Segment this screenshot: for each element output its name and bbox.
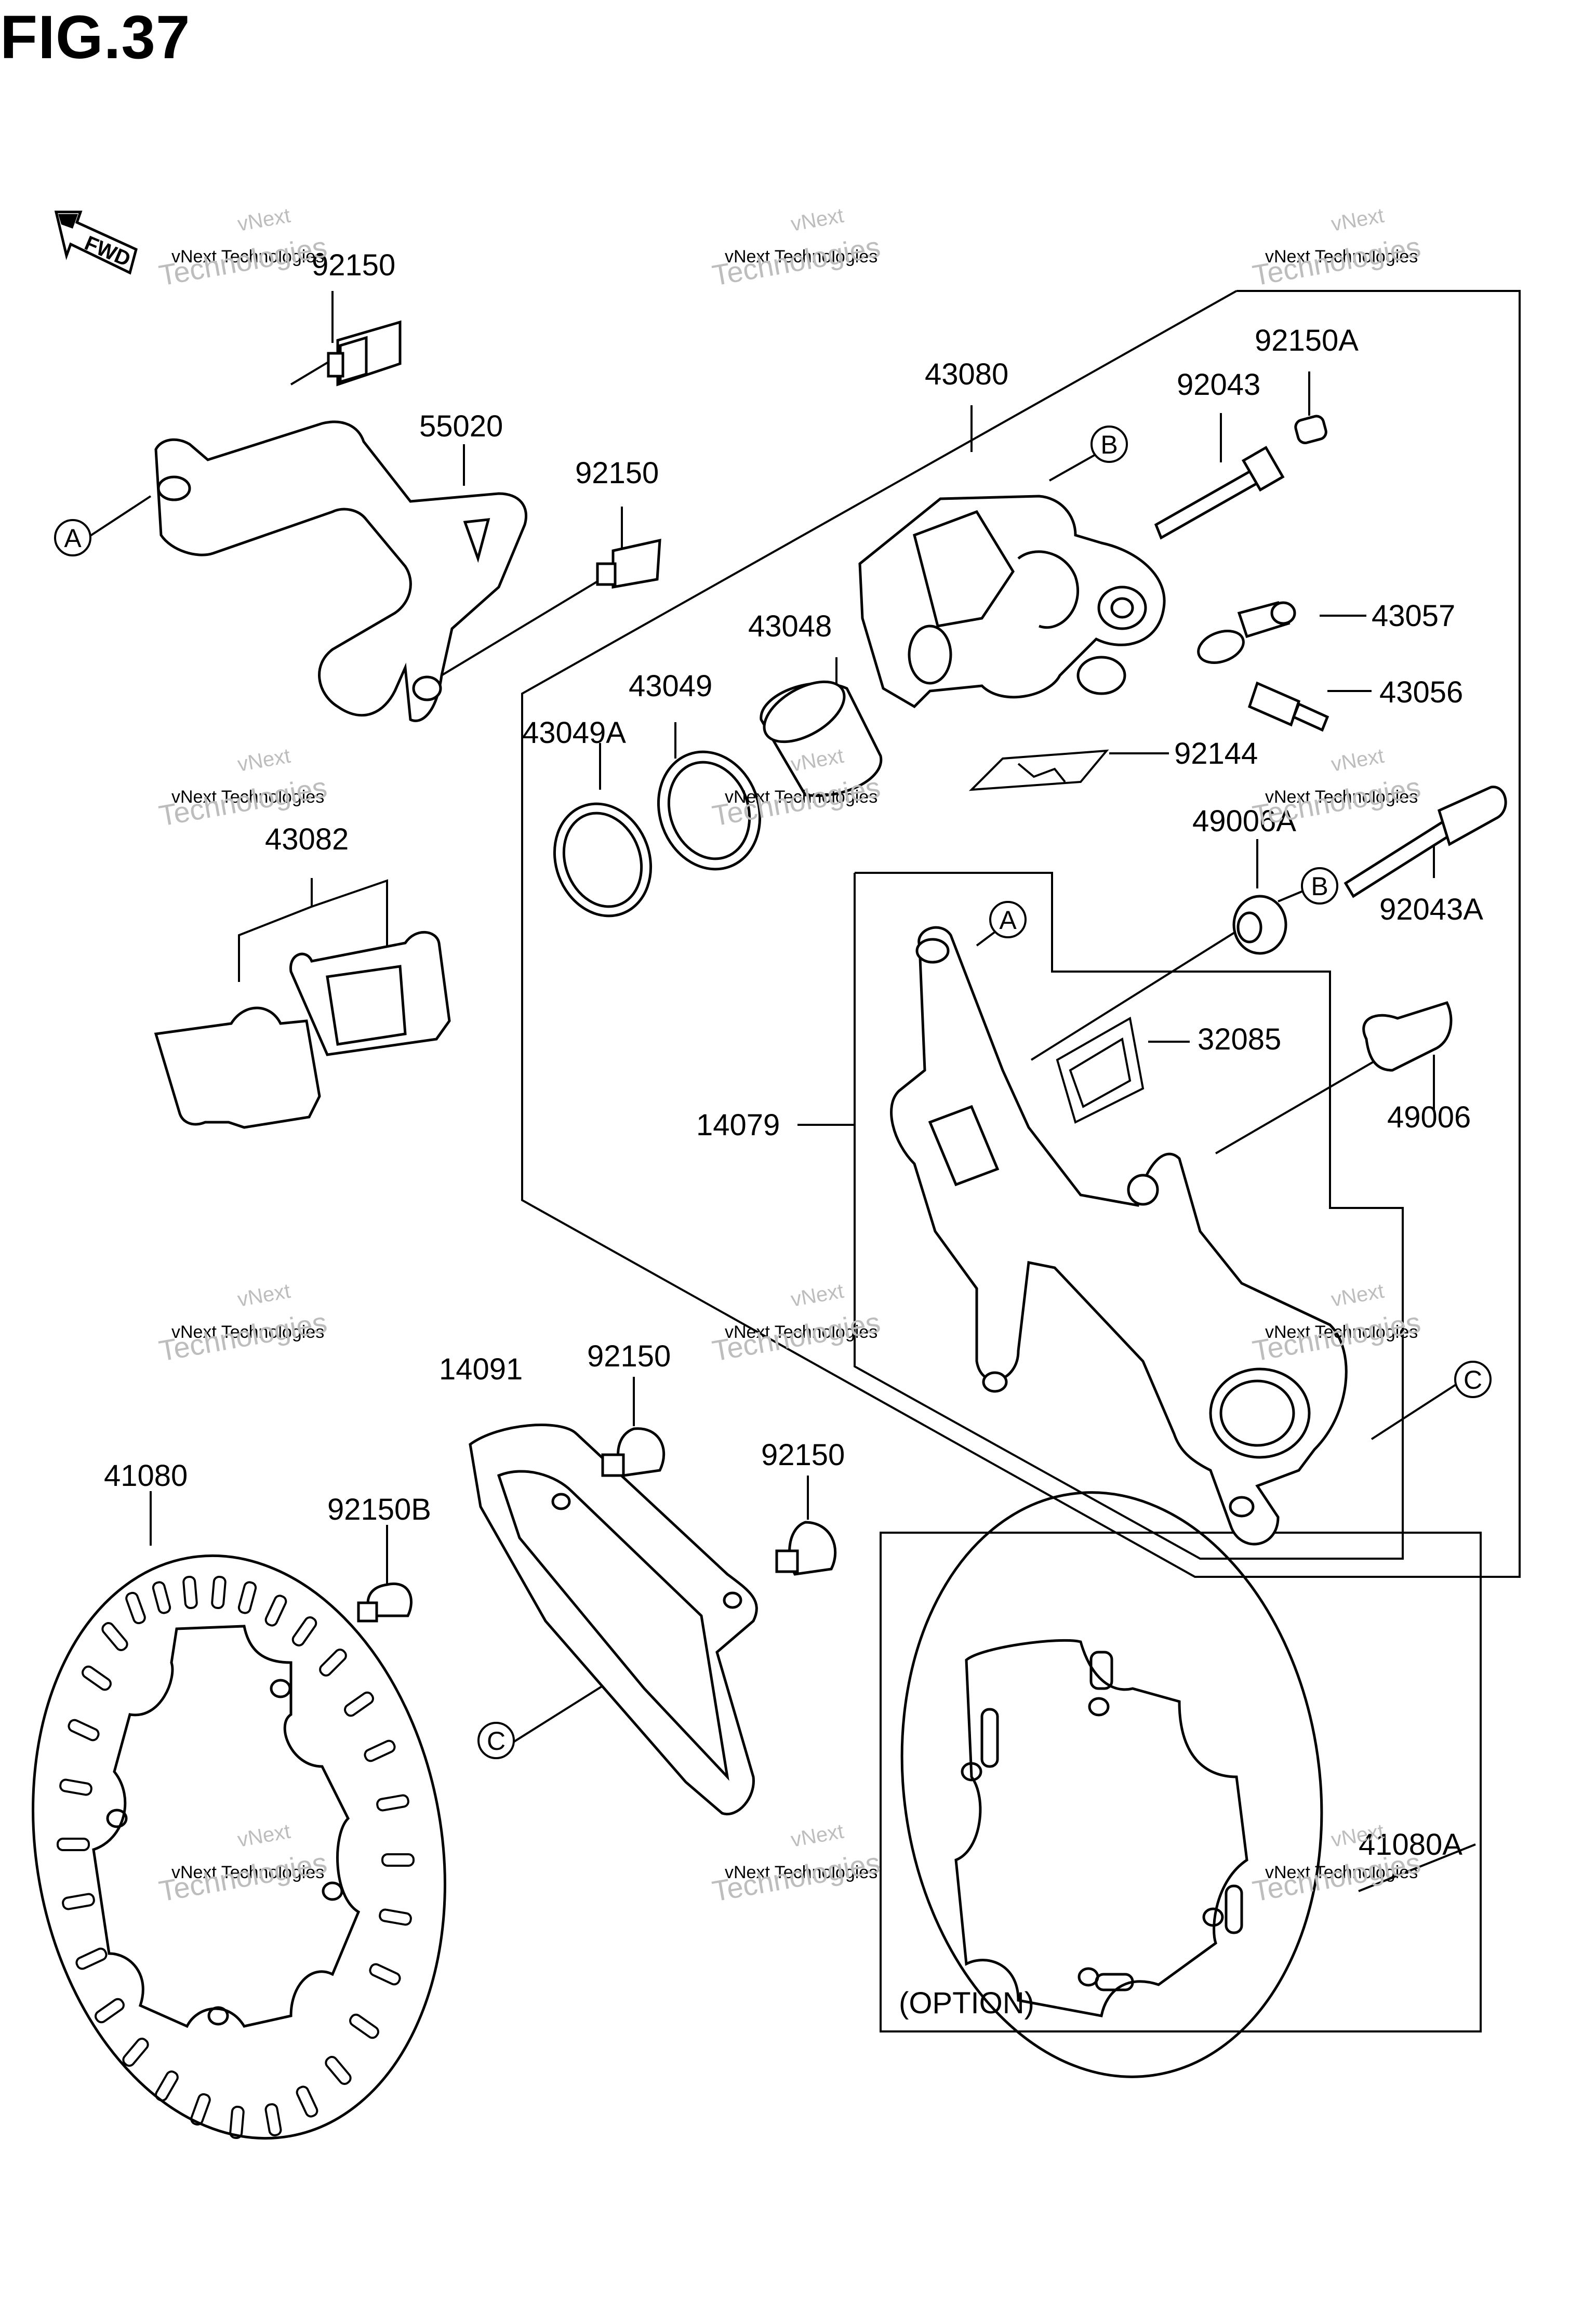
- watermark-vnext: vNext: [1329, 745, 1386, 776]
- callout-c-right: [1454, 1361, 1492, 1398]
- watermark-small: vNext Technologies: [725, 247, 877, 267]
- watermark-tech: Technologies: [1250, 1846, 1423, 1908]
- part-label-92043a: 92043A: [1379, 893, 1483, 926]
- part-label-92150b: 92150B: [327, 1493, 431, 1526]
- watermark-small: vNext Technologies: [171, 787, 324, 807]
- pad-spring-32085: [1056, 1016, 1145, 1124]
- spring-92144: [968, 749, 1109, 791]
- watermark-small: vNext Technologies: [1265, 1322, 1418, 1342]
- watermark-small: vNext Technologies: [1265, 1863, 1418, 1882]
- callout-b-right: [1301, 867, 1338, 905]
- part-label-92150-guard-2: 92150: [761, 1438, 845, 1472]
- watermark-small: vNext Technologies: [1265, 787, 1418, 807]
- watermark-tech: Technologies: [156, 230, 329, 292]
- watermark-small: vNext Technologies: [171, 1322, 324, 1342]
- pin-92043: [1154, 446, 1285, 540]
- part-label-43080: 43080: [925, 357, 1008, 391]
- callout-a-left: [54, 519, 91, 556]
- caliper-bracket-14079: [890, 926, 1348, 1546]
- part-label-43049: 43049: [629, 669, 712, 703]
- piston-43048: [760, 680, 883, 797]
- watermark-vnext: vNext: [1329, 204, 1386, 236]
- part-label-41080a: 41080A: [1359, 1828, 1462, 1862]
- disc-41080-slots: [57, 1575, 415, 2140]
- watermark-vnext: vNext: [236, 745, 292, 776]
- watermark-tech: Technologies: [156, 1306, 329, 1367]
- watermark-tech: Technologies: [710, 1846, 883, 1908]
- part-label-49006: 49006: [1387, 1100, 1471, 1134]
- part-label-92150-top: 92150: [312, 248, 395, 282]
- callout-b-top: [1090, 426, 1128, 463]
- part-label-32085: 32085: [1198, 1022, 1281, 1056]
- part-label-14079: 14079: [696, 1108, 780, 1142]
- watermark-small: vNext Technologies: [171, 247, 324, 267]
- watermark-vnext: vNext: [236, 204, 292, 236]
- seal-43049: [657, 750, 762, 871]
- fwd-arrow-icon: FWD: [54, 210, 138, 275]
- bolt-92150b: [357, 1582, 413, 1623]
- watermark-vnext: vNext: [789, 1820, 845, 1852]
- disc-guard-14091: [469, 1424, 758, 1815]
- watermark-tech: Technologies: [710, 230, 883, 292]
- seal-43049a: [553, 802, 653, 918]
- bleeder-43056: [1247, 681, 1329, 732]
- watermark-vnext: vNext: [1329, 1280, 1386, 1311]
- callout-a-bracket: [989, 901, 1027, 938]
- callout-c-guard: [477, 1722, 515, 1759]
- watermark-vnext: vNext: [236, 1280, 292, 1311]
- callout-a-bracket-label: A: [999, 906, 1017, 935]
- watermark-tech: Technologies: [710, 1306, 883, 1367]
- boot-49006a: [1232, 895, 1287, 955]
- part-label-92144: 92144: [1174, 737, 1258, 770]
- brake-pads-43082: [154, 931, 451, 1129]
- watermark-vnext: vNext: [789, 204, 845, 236]
- bracket-55020: [154, 420, 528, 722]
- watermark-tech: Technologies: [156, 1846, 329, 1908]
- part-label-55020: 55020: [419, 409, 503, 443]
- part-label-41080: 41080: [104, 1459, 188, 1493]
- brake-disc-41080: [32, 1554, 446, 2140]
- part-label-43082: 43082: [265, 822, 349, 856]
- watermark-small: vNext Technologies: [1265, 247, 1418, 267]
- watermark-small: vNext Technologies: [725, 1863, 877, 1882]
- watermark-small: vNext Technologies: [725, 1322, 877, 1342]
- part-label-43057: 43057: [1372, 599, 1455, 633]
- part-label-43049a: 43049A: [522, 716, 626, 750]
- bolt-92150-mid: [596, 538, 661, 589]
- bolt-92150-guard-2: [775, 1521, 837, 1576]
- part-label-92150-mid: 92150: [575, 456, 659, 490]
- leader-lines: [86, 290, 1521, 2032]
- plug-92150a: [1294, 415, 1327, 444]
- part-label-92150a: 92150A: [1255, 324, 1359, 357]
- part-label-43048: 43048: [748, 609, 832, 643]
- cap-43057: [1197, 601, 1296, 664]
- watermark-tech: Technologies: [1250, 230, 1423, 292]
- bolt-92150-top: [327, 320, 402, 387]
- watermark-vnext: vNext: [789, 1280, 845, 1311]
- watermark-vnext: vNext: [236, 1820, 292, 1852]
- callout-c-right-label: C: [1464, 1365, 1482, 1394]
- part-label-92150-guard-1: 92150: [587, 1339, 671, 1373]
- option-label: (OPTION): [899, 1986, 1034, 2020]
- callout-a-left-label: A: [64, 524, 82, 553]
- boot-49006: [1362, 1001, 1453, 1072]
- callout-b-top-label: B: [1100, 430, 1118, 459]
- brake-disc-41080a: [900, 1491, 1323, 2078]
- caliper-body-43080: [858, 495, 1166, 709]
- watermark-small: vNext Technologies: [171, 1863, 324, 1882]
- pin-92043a: [1344, 786, 1507, 898]
- part-label-49006a: 49006A: [1192, 804, 1296, 838]
- watermark-tech: Technologies: [1250, 770, 1423, 832]
- callout-c-guard-label: C: [487, 1726, 506, 1756]
- figure-title: FIG.37: [0, 3, 191, 72]
- part-label-92043: 92043: [1177, 368, 1260, 402]
- part-label-43056: 43056: [1379, 675, 1463, 709]
- watermark-small: vNext Technologies: [725, 787, 877, 807]
- part-label-14091: 14091: [439, 1352, 523, 1386]
- callout-b-right-label: B: [1311, 872, 1328, 901]
- bolt-92150-guard-1: [601, 1427, 666, 1477]
